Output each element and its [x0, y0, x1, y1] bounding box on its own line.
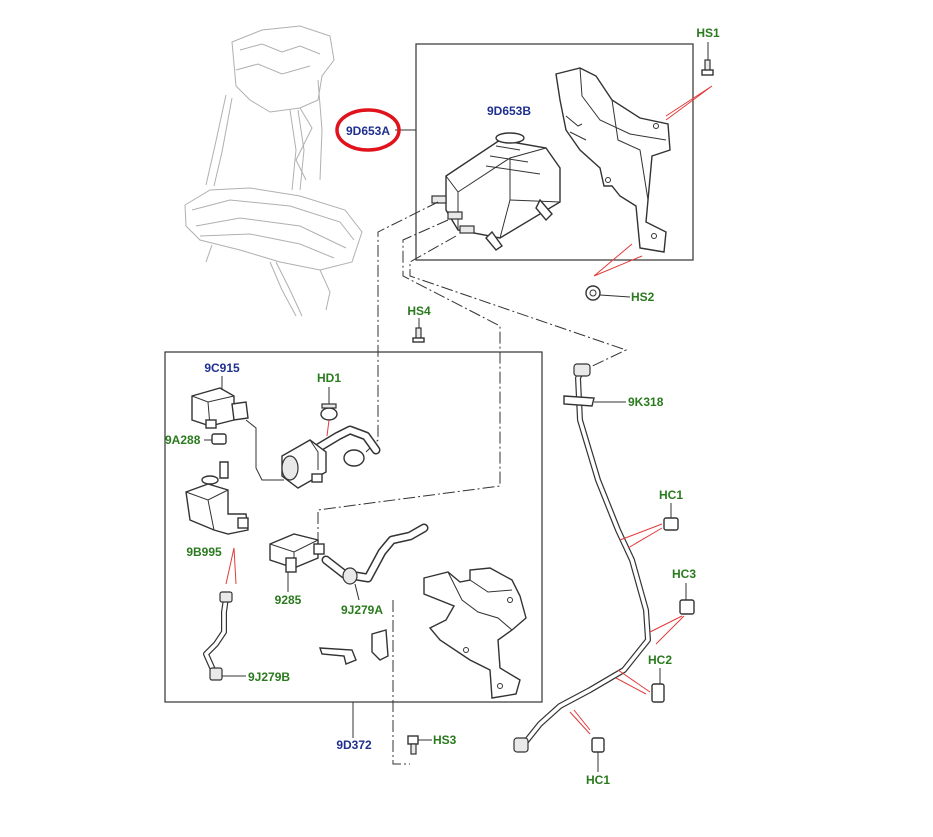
label-hc1-lower: HC1 — [586, 773, 610, 787]
valve-9c915 — [191, 376, 249, 429]
clip-hc1-upper — [619, 503, 679, 549]
hose-9j279a — [321, 523, 429, 601]
route-canister-to-pump — [317, 219, 501, 540]
route-canister-to-9k318 — [409, 235, 628, 371]
label-hc3: HC3 — [672, 567, 696, 581]
label-9a288: 9A288 — [165, 433, 201, 447]
route-canister-to-filter — [365, 201, 439, 453]
filter-assembly — [281, 425, 381, 489]
label-9k318: 9K318 — [628, 395, 664, 409]
hs1-pointer — [665, 85, 713, 121]
label-9j279b: 9J279B — [248, 670, 290, 684]
label-hd1: HD1 — [317, 371, 341, 385]
hs2-pointer — [593, 243, 643, 277]
hs2-leader — [599, 294, 631, 298]
label-9285: 9285 — [275, 593, 302, 607]
highlight-circle — [335, 108, 401, 152]
clip-9a288 — [204, 433, 227, 445]
canister-group-box — [415, 43, 694, 261]
pipe-valve-filter — [245, 419, 284, 481]
clip-hc2 — [615, 668, 665, 703]
label-hs4: HS4 — [407, 304, 431, 318]
canister-bracket — [555, 67, 671, 253]
clamp-hd1 — [320, 387, 338, 437]
label-9d653a: 9D653A — [346, 124, 390, 138]
label-hs3: HS3 — [433, 733, 457, 747]
label-hc2: HC2 — [648, 653, 672, 667]
label-hs2: HS2 — [631, 290, 655, 304]
clip-hc1-lower — [569, 709, 605, 772]
hs1-bolt — [701, 59, 714, 76]
pump-9285 — [269, 533, 325, 592]
label-9d653b: 9D653B — [487, 104, 531, 118]
hose-9j279b — [203, 591, 246, 681]
label-hs1: HS1 — [696, 26, 720, 40]
hs3-bolt — [407, 735, 432, 755]
purge-bracket — [319, 567, 527, 738]
hs4-bolt — [412, 318, 425, 343]
label-9c915: 9C915 — [204, 361, 240, 375]
hs2-nut — [585, 285, 601, 301]
evap-canister — [431, 132, 561, 251]
pipe-9k318 — [513, 363, 651, 753]
route-9d372-to-hs3 — [392, 600, 410, 765]
vehicle-overview-ghost — [184, 25, 363, 317]
valve-9b995 — [185, 461, 249, 585]
label-9j279a: 9J279A — [341, 603, 383, 617]
label-hc1-upper: HC1 — [659, 488, 683, 502]
clip-hc3 — [649, 583, 695, 645]
label-9d372: 9D372 — [336, 738, 372, 752]
label-9b995: 9B995 — [186, 545, 222, 559]
